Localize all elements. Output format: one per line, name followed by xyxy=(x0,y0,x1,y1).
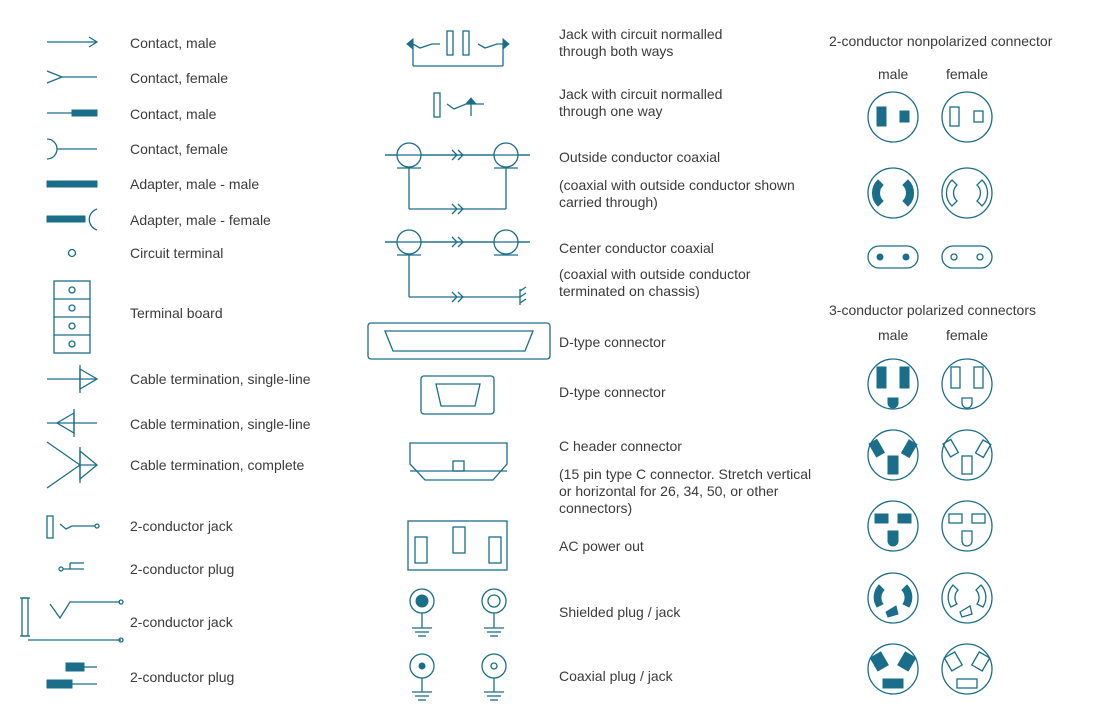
two-conductor-plug-large-symbol xyxy=(46,662,97,689)
header-male-nonpolarized: male xyxy=(878,66,909,82)
polarized-female-4-symbol xyxy=(941,572,993,624)
terminal-board-symbol xyxy=(53,280,91,354)
nonpolarized-male-round-symbol xyxy=(867,91,919,143)
nonpolarized-female-twist-symbol xyxy=(941,167,993,219)
coaxial-jack-symbol xyxy=(481,653,507,701)
label-two-conductor-plug-1: 2-conductor plug xyxy=(130,561,235,577)
two-conductor-jack-small-symbol xyxy=(46,515,100,539)
label-jack-normalled-both: Jack with circuit normalled through both… xyxy=(559,26,723,59)
adapter-male-male-symbol xyxy=(46,180,98,188)
contact-female-cup-symbol xyxy=(46,138,97,160)
polarized-female-5-symbol xyxy=(941,643,993,695)
shielded-plug-symbol xyxy=(409,588,435,637)
shielded-jack-symbol xyxy=(481,588,507,637)
title-nonpolarized-connector: 2-conductor nonpolarized connector xyxy=(829,33,1053,49)
title-polarized-connectors: 3-conductor polarized connectors xyxy=(829,302,1037,318)
note-c-header-connector: (15 pin type C connector. Stretch vertic… xyxy=(559,466,812,516)
label-shielded-plug-jack: Shielded plug / jack xyxy=(559,604,681,620)
polarized-male-1-symbol xyxy=(867,358,919,410)
label-terminal-board: Terminal board xyxy=(130,305,223,321)
label-circuit-terminal: Circuit terminal xyxy=(130,245,224,261)
contact-male-bar-symbol xyxy=(47,109,98,117)
jack-normalled-both-ways-symbol xyxy=(406,30,510,67)
contact-male-arrow-symbol xyxy=(47,36,99,48)
header-female-polarized: female xyxy=(946,327,989,343)
label-two-conductor-jack-1: 2-conductor jack xyxy=(130,518,233,534)
center-conductor-coaxial-symbol xyxy=(385,229,530,305)
cable-termination-single-line-right-symbol xyxy=(47,365,99,393)
label-contact-female-2: Contact, female xyxy=(130,141,229,157)
c-header-connector-symbol xyxy=(409,442,508,481)
label-contact-male-1: Contact, male xyxy=(130,35,217,51)
note-outside-conductor-coaxial: (coaxial with outside conductor shown ca… xyxy=(559,177,795,210)
header-male-polarized: male xyxy=(878,327,909,343)
label-ac-power-out: AC power out xyxy=(559,538,644,554)
outside-conductor-coaxial-symbol xyxy=(385,142,530,215)
label-coaxial-plug-jack: Coaxial plug / jack xyxy=(559,668,673,684)
label-contact-male-2: Contact, male xyxy=(130,106,217,122)
polarized-female-3-symbol xyxy=(941,500,993,552)
note-center-conductor-coaxial: (coaxial with outside conductor terminat… xyxy=(559,266,751,299)
contact-female-symbol xyxy=(46,70,97,84)
two-conductor-jack-large-symbol xyxy=(20,597,124,643)
two-conductor-plug-small-symbol xyxy=(58,562,84,572)
polarized-male-4-symbol xyxy=(867,572,919,624)
label-two-conductor-plug-2: 2-conductor plug xyxy=(130,669,235,685)
label-d-type-connector-2: D-type connector xyxy=(559,384,666,400)
label-outside-conductor-coaxial: Outside conductor coaxial xyxy=(559,149,721,165)
polarized-male-5-symbol xyxy=(867,643,919,695)
polarized-female-1-symbol xyxy=(941,358,993,410)
label-cable-termination-complete: Cable termination, complete xyxy=(130,457,305,473)
label-c-header-connector: C header connector xyxy=(559,438,682,454)
label-two-conductor-jack-2: 2-conductor jack xyxy=(130,614,233,630)
d-type-connector-small-symbol xyxy=(420,375,495,415)
cable-termination-single-line-left-symbol xyxy=(47,409,97,437)
circuit-terminal-symbol xyxy=(67,248,77,258)
label-cable-termination-2: Cable termination, single-line xyxy=(130,416,311,432)
polarized-male-2-symbol xyxy=(867,429,919,481)
label-center-conductor-coaxial: Center conductor coaxial xyxy=(559,240,714,256)
nonpolarized-male-twist-symbol xyxy=(867,167,919,219)
label-jack-normalled-one: Jack with circuit normalled through one … xyxy=(559,86,723,119)
coaxial-plug-symbol xyxy=(409,653,435,701)
label-adapter-male-female: Adapter, male - female xyxy=(130,212,271,228)
jack-normalled-one-way-symbol xyxy=(433,92,484,118)
nonpolarized-female-round-symbol xyxy=(941,91,993,143)
label-d-type-connector-1: D-type connector xyxy=(559,334,666,350)
label-cable-termination-1: Cable termination, single-line xyxy=(130,371,311,387)
nonpolarized-male-oval-symbol xyxy=(867,245,919,269)
label-adapter-male-male: Adapter, male - male xyxy=(130,176,260,192)
header-female-nonpolarized: female xyxy=(946,66,989,82)
cable-termination-complete-symbol xyxy=(46,441,99,489)
d-type-connector-large-symbol xyxy=(367,322,551,360)
nonpolarized-female-oval-symbol xyxy=(941,245,993,269)
adapter-male-female-symbol xyxy=(46,208,98,231)
polarized-female-2-symbol xyxy=(941,429,993,481)
label-contact-female-1: Contact, female xyxy=(130,70,229,86)
polarized-male-3-symbol xyxy=(867,500,919,552)
ac-power-out-symbol xyxy=(407,520,508,571)
